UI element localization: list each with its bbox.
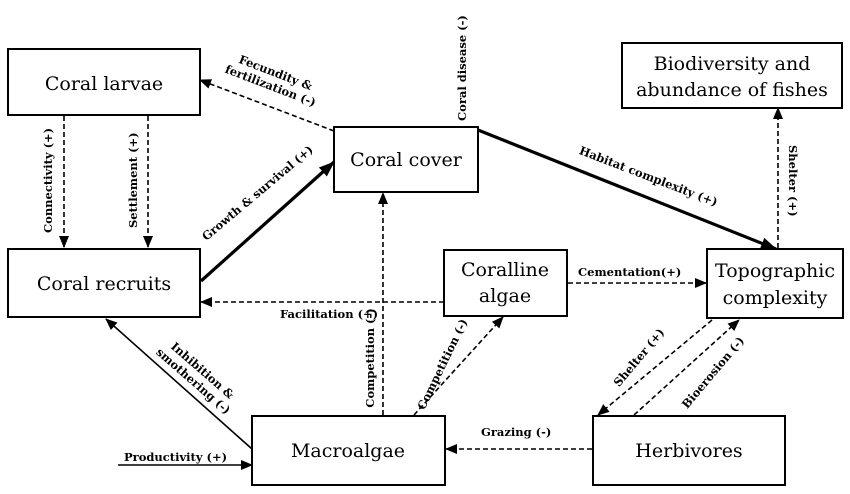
edge-shelter-herbivores (597, 319, 713, 416)
node-herbivores: Herbivores (592, 415, 786, 486)
label-shelter-fish: Shelter (+) (786, 145, 800, 217)
herbivores-label: Herbivores (635, 440, 742, 462)
biodiversity-label-line1: Biodiversity and (654, 53, 811, 75)
edge-competition-coralline (413, 316, 504, 416)
node-coral-recruits: Coral recruits (7, 248, 201, 318)
node-coral-larvae: Coral larvae (7, 48, 201, 116)
coral-recruits-label: Coral recruits (37, 273, 171, 295)
label-connectivity: Connectivity (+) (41, 128, 55, 233)
label-inhibition: Inhibition & smothering (-) (153, 339, 237, 417)
label-bioerosion: Bioerosion (-) (679, 334, 747, 411)
label-competition-coralline: Competition (-) (414, 317, 470, 412)
coral-larvae-label: Coral larvae (45, 73, 163, 95)
biodiversity-label-line2: abundance of fishes (636, 79, 828, 101)
label-productivity: Productivity (+) (124, 450, 227, 464)
edge-inhibition (105, 318, 253, 450)
coralline-label-line2: algae (479, 285, 531, 307)
node-biodiversity: Biodiversity and abundance of fishes (621, 42, 843, 109)
coralline-label-line1: Coralline (461, 259, 549, 281)
topographic-label-line1: Topographic (715, 260, 835, 282)
edge-habitat-complexity (477, 128, 777, 251)
edge-growth-survival (199, 160, 336, 283)
label-shelter-herbivores: Shelter (+) (611, 326, 668, 390)
node-macroalgae: Macroalgae (251, 415, 446, 486)
topographic-label-line2: complexity (723, 287, 828, 309)
node-coralline-algae: Coralline algae (443, 249, 568, 317)
node-coral-cover: Coral cover (333, 126, 479, 193)
label-grazing: Grazing (-) (481, 425, 551, 439)
label-coral-disease: Coral disease (-) (455, 15, 469, 121)
node-topographic-complexity: Topographic complexity (706, 248, 844, 319)
label-competition-cover: Competition (-) (363, 308, 377, 407)
macroalgae-label: Macroalgae (291, 440, 405, 462)
label-cementation: Cementation(+) (578, 265, 681, 279)
label-facilitation: Facilitation (+) (280, 307, 378, 321)
coral-cover-label: Coral cover (350, 149, 463, 171)
label-fecundity: Fecundity & fertilization (-) (223, 52, 318, 109)
label-settlement: Settlement (+) (126, 132, 140, 228)
